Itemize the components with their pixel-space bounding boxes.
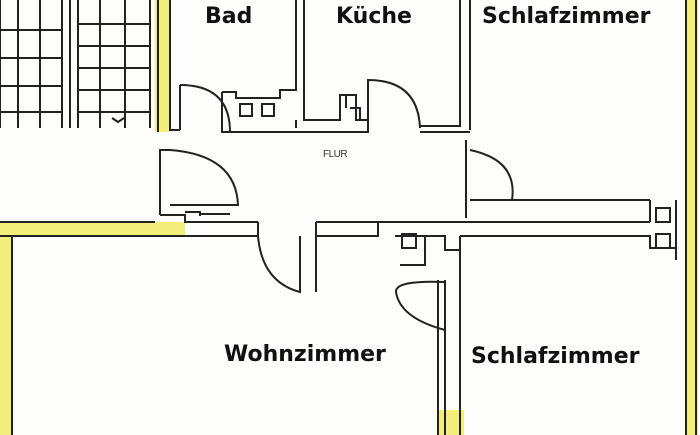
room-label-schlafzimmer-top: Schlafzimmer	[482, 4, 651, 29]
room-label-kueche: Küche	[336, 4, 412, 29]
wall-highlight	[0, 236, 12, 435]
room-label-schlafzimmer-bottom: Schlafzimmer	[471, 344, 640, 369]
wall-highlight	[0, 222, 185, 236]
room-label-wohnzimmer: Wohnzimmer	[224, 342, 386, 367]
stairwell	[0, 0, 159, 132]
room-label-bad: Bad	[205, 4, 253, 29]
room-label-flur: FLUR	[323, 149, 348, 160]
